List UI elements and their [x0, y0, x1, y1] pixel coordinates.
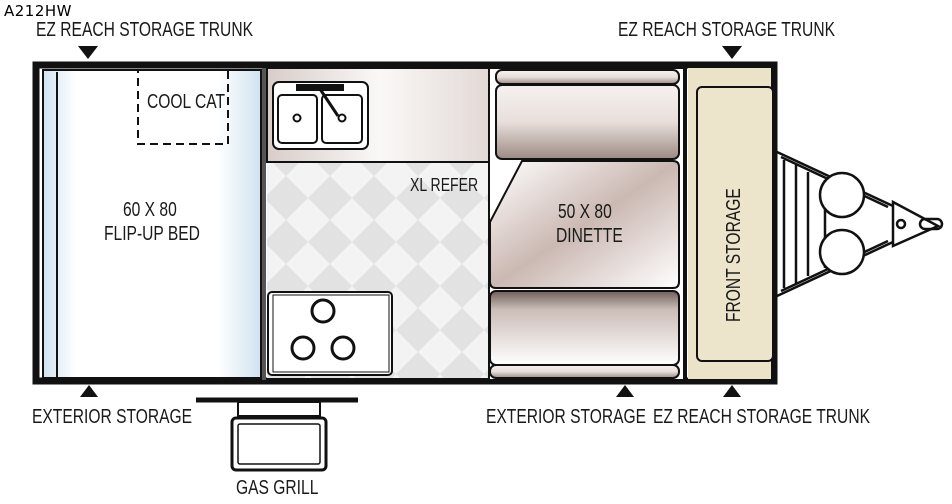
arrow-markers	[78, 46, 742, 397]
cool-cat-outline	[137, 69, 229, 145]
bed-size-label: 60 X 80	[123, 199, 177, 221]
model-name: A212HW	[4, 2, 73, 20]
gas-grill-icon	[196, 397, 358, 472]
trailer-tongue	[776, 150, 944, 298]
refer-label: XL REFER	[410, 175, 479, 195]
exterior-storage-label-left: EXTERIOR STORAGE	[32, 406, 193, 428]
ez-trunk-label-bottom-right: EZ REACH STORAGE TRUNK	[653, 406, 870, 428]
exterior-storage-label-right: EXTERIOR STORAGE	[486, 406, 647, 428]
seat-back-top	[495, 69, 680, 85]
gas-grill-label: GAS GRILL	[236, 477, 319, 499]
bed-name-label: FLIP-UP BED	[104, 223, 200, 245]
dinette-name-label: DINETTE	[556, 225, 623, 247]
flip-up-bed	[42, 69, 262, 379]
dinette-table	[489, 160, 680, 289]
seat-cushion-top	[495, 84, 680, 160]
ez-trunk-label-top-right: EZ REACH STORAGE TRUNK	[618, 19, 835, 41]
ez-trunk-label-top-left: EZ REACH STORAGE TRUNK	[36, 19, 253, 41]
dinette-size-label: 50 X 80	[558, 201, 612, 223]
front-storage-label: FRONT STORAGE	[723, 188, 745, 322]
sink-icon	[272, 81, 369, 150]
cool-cat-label: COOL CAT	[147, 91, 226, 113]
seat-cushion-bottom	[489, 290, 680, 366]
stove-icon	[267, 291, 393, 376]
